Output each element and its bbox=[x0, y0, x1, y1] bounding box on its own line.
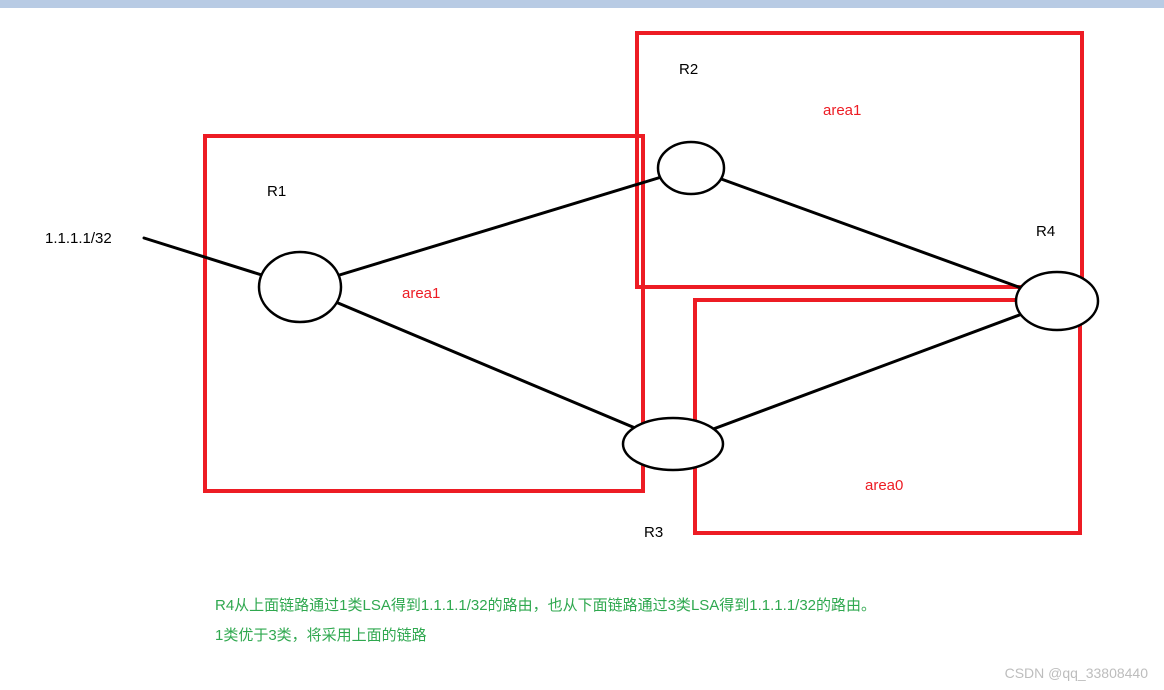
watermark: CSDN @qq_33808440 bbox=[1004, 665, 1148, 681]
router-r1-node bbox=[257, 250, 343, 324]
router-r2-node bbox=[656, 140, 726, 196]
link-r1-r3 bbox=[298, 285, 675, 446]
router-r2-label: R2 bbox=[679, 61, 699, 78]
link-r2-r4 bbox=[689, 166, 1059, 303]
annotation-line1: R4从上面链路通过1类LSA得到1.1.1.1/32的路由，也从下面链路通过3类… bbox=[215, 597, 877, 614]
prefix-label: 1.1.1.1/32 bbox=[45, 230, 112, 247]
area-label-area1-left: area1 bbox=[402, 285, 441, 302]
window-top-strip bbox=[0, 0, 1164, 8]
area1-top-right-region bbox=[635, 31, 1084, 289]
annotation-line2: 1类优于3类，将采用上面的链路 bbox=[215, 627, 427, 644]
area1-left-region bbox=[203, 134, 645, 493]
link-r3-r4 bbox=[671, 299, 1059, 446]
router-r4-node bbox=[1014, 270, 1100, 332]
router-r3-node bbox=[621, 416, 725, 472]
area-label-area0: area0 bbox=[865, 477, 904, 494]
area-label-area1-top-right: area1 bbox=[823, 102, 862, 119]
area0-region bbox=[693, 298, 1082, 535]
router-r1-label: R1 bbox=[267, 183, 287, 200]
link-r1-r2 bbox=[298, 166, 693, 289]
router-r4-label: R4 bbox=[1036, 223, 1056, 240]
router-r3-label: R3 bbox=[644, 524, 664, 541]
